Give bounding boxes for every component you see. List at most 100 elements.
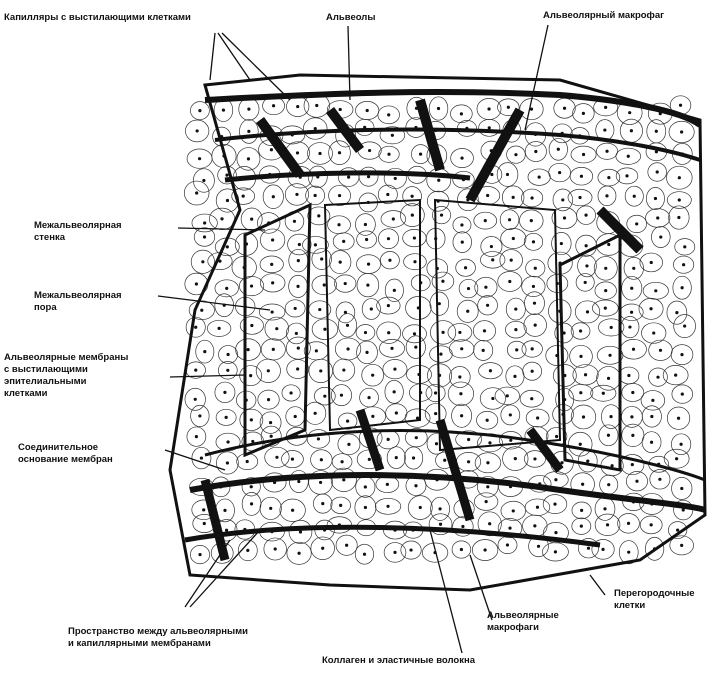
cell-nucleus xyxy=(579,391,582,394)
cell-nucleus xyxy=(580,175,583,178)
cell-nucleus xyxy=(437,179,440,182)
cell-nucleus xyxy=(388,259,391,262)
cell-nucleus xyxy=(250,418,253,421)
cell-nucleus xyxy=(295,193,298,196)
cell-nucleus xyxy=(585,244,588,247)
cell-nucleus xyxy=(514,328,517,331)
cell-nucleus xyxy=(267,369,270,372)
cell-nucleus xyxy=(486,304,489,307)
cell-nucleus xyxy=(272,104,275,107)
cell-nucleus xyxy=(387,438,390,441)
cell-nucleus xyxy=(364,506,367,509)
label-space-between: Пространство между альвеолярными и капил… xyxy=(68,626,248,650)
cell-nucleus xyxy=(203,350,206,353)
cell-nucleus xyxy=(225,287,228,290)
cell-nucleus xyxy=(659,235,662,238)
cell-nucleus xyxy=(194,326,197,329)
cell-nucleus xyxy=(631,463,634,466)
cell-nucleus xyxy=(317,437,320,440)
cell-nucleus xyxy=(320,458,323,461)
cell-nucleus xyxy=(680,130,683,133)
cell-nucleus xyxy=(554,550,557,553)
cell-nucleus xyxy=(242,194,245,197)
cell-nucleus xyxy=(367,263,370,266)
cell-nucleus xyxy=(488,522,491,525)
cell-nucleus xyxy=(586,459,589,462)
cell-nucleus xyxy=(607,176,610,179)
cell-nucleus xyxy=(533,457,536,460)
cell-nucleus xyxy=(319,369,322,372)
cell-nucleus xyxy=(438,507,441,510)
cell-nucleus xyxy=(367,396,370,399)
cell-nucleus xyxy=(487,107,490,110)
cell-nucleus xyxy=(677,216,680,219)
cell-nucleus xyxy=(460,347,463,350)
cell-nucleus xyxy=(650,523,653,526)
cell-nucleus xyxy=(607,483,610,486)
cell-nucleus xyxy=(318,152,321,155)
cell-nucleus xyxy=(490,245,493,248)
cell-nucleus xyxy=(342,240,345,243)
cell-nucleus xyxy=(458,375,461,378)
cell-nucleus xyxy=(367,175,370,178)
cell-nucleus xyxy=(250,502,253,505)
cell-nucleus xyxy=(628,325,631,328)
cell-nucleus xyxy=(531,347,534,350)
cell-nucleus xyxy=(486,419,489,422)
cell-nucleus xyxy=(681,392,684,395)
cell-nucleus xyxy=(536,506,539,509)
cell-nucleus xyxy=(270,263,273,266)
cell-nucleus xyxy=(605,194,608,197)
cell-nucleus xyxy=(291,509,294,512)
cell-nucleus xyxy=(267,398,270,401)
cell-nucleus xyxy=(651,399,654,402)
cell-nucleus xyxy=(606,523,609,526)
cell-nucleus xyxy=(460,156,463,159)
cell-nucleus xyxy=(340,460,343,463)
cell-nucleus xyxy=(346,324,349,327)
cell-nucleus xyxy=(678,176,681,179)
cell-nucleus xyxy=(218,327,221,330)
cell-nucleus xyxy=(579,443,582,446)
cell-nucleus xyxy=(508,527,511,530)
cell-nucleus xyxy=(680,443,683,446)
cell-nucleus xyxy=(395,411,398,414)
cell-nucleus xyxy=(339,504,342,507)
cell-nucleus xyxy=(530,196,533,199)
cell-nucleus xyxy=(602,392,605,395)
cell-nucleus xyxy=(531,370,534,373)
cell-nucleus xyxy=(554,478,557,481)
cell-nucleus xyxy=(532,285,535,288)
cell-nucleus xyxy=(534,267,537,270)
cell-nucleus xyxy=(507,106,510,109)
cell-nucleus xyxy=(630,415,633,418)
cell-nucleus xyxy=(297,346,300,349)
cell-nucleus xyxy=(561,198,564,201)
cell-nucleus xyxy=(225,174,228,177)
cell-nucleus xyxy=(604,106,607,109)
cell-nucleus xyxy=(246,460,249,463)
cell-nucleus xyxy=(246,549,249,552)
cell-nucleus xyxy=(345,544,348,547)
cell-nucleus xyxy=(226,245,229,248)
cell-nucleus xyxy=(461,241,464,244)
cell-nucleus xyxy=(632,267,635,270)
cell-nucleus xyxy=(467,438,470,441)
cell-nucleus xyxy=(342,368,345,371)
cell-nucleus xyxy=(608,354,611,357)
cell-nucleus xyxy=(585,264,588,267)
cell-nucleus xyxy=(195,191,198,194)
cell-nucleus xyxy=(650,415,653,418)
cell-nucleus xyxy=(294,415,297,418)
cell-nucleus xyxy=(435,442,438,445)
cell-nucleus xyxy=(323,395,326,398)
cell-nucleus xyxy=(318,308,321,311)
cell-nucleus xyxy=(439,352,442,355)
cell-nucleus xyxy=(297,480,300,483)
cell-nucleus xyxy=(460,548,463,551)
tissue-structure xyxy=(170,75,705,590)
cell-nucleus xyxy=(650,441,653,444)
cell-nucleus xyxy=(346,419,349,422)
cell-nucleus xyxy=(679,104,682,107)
